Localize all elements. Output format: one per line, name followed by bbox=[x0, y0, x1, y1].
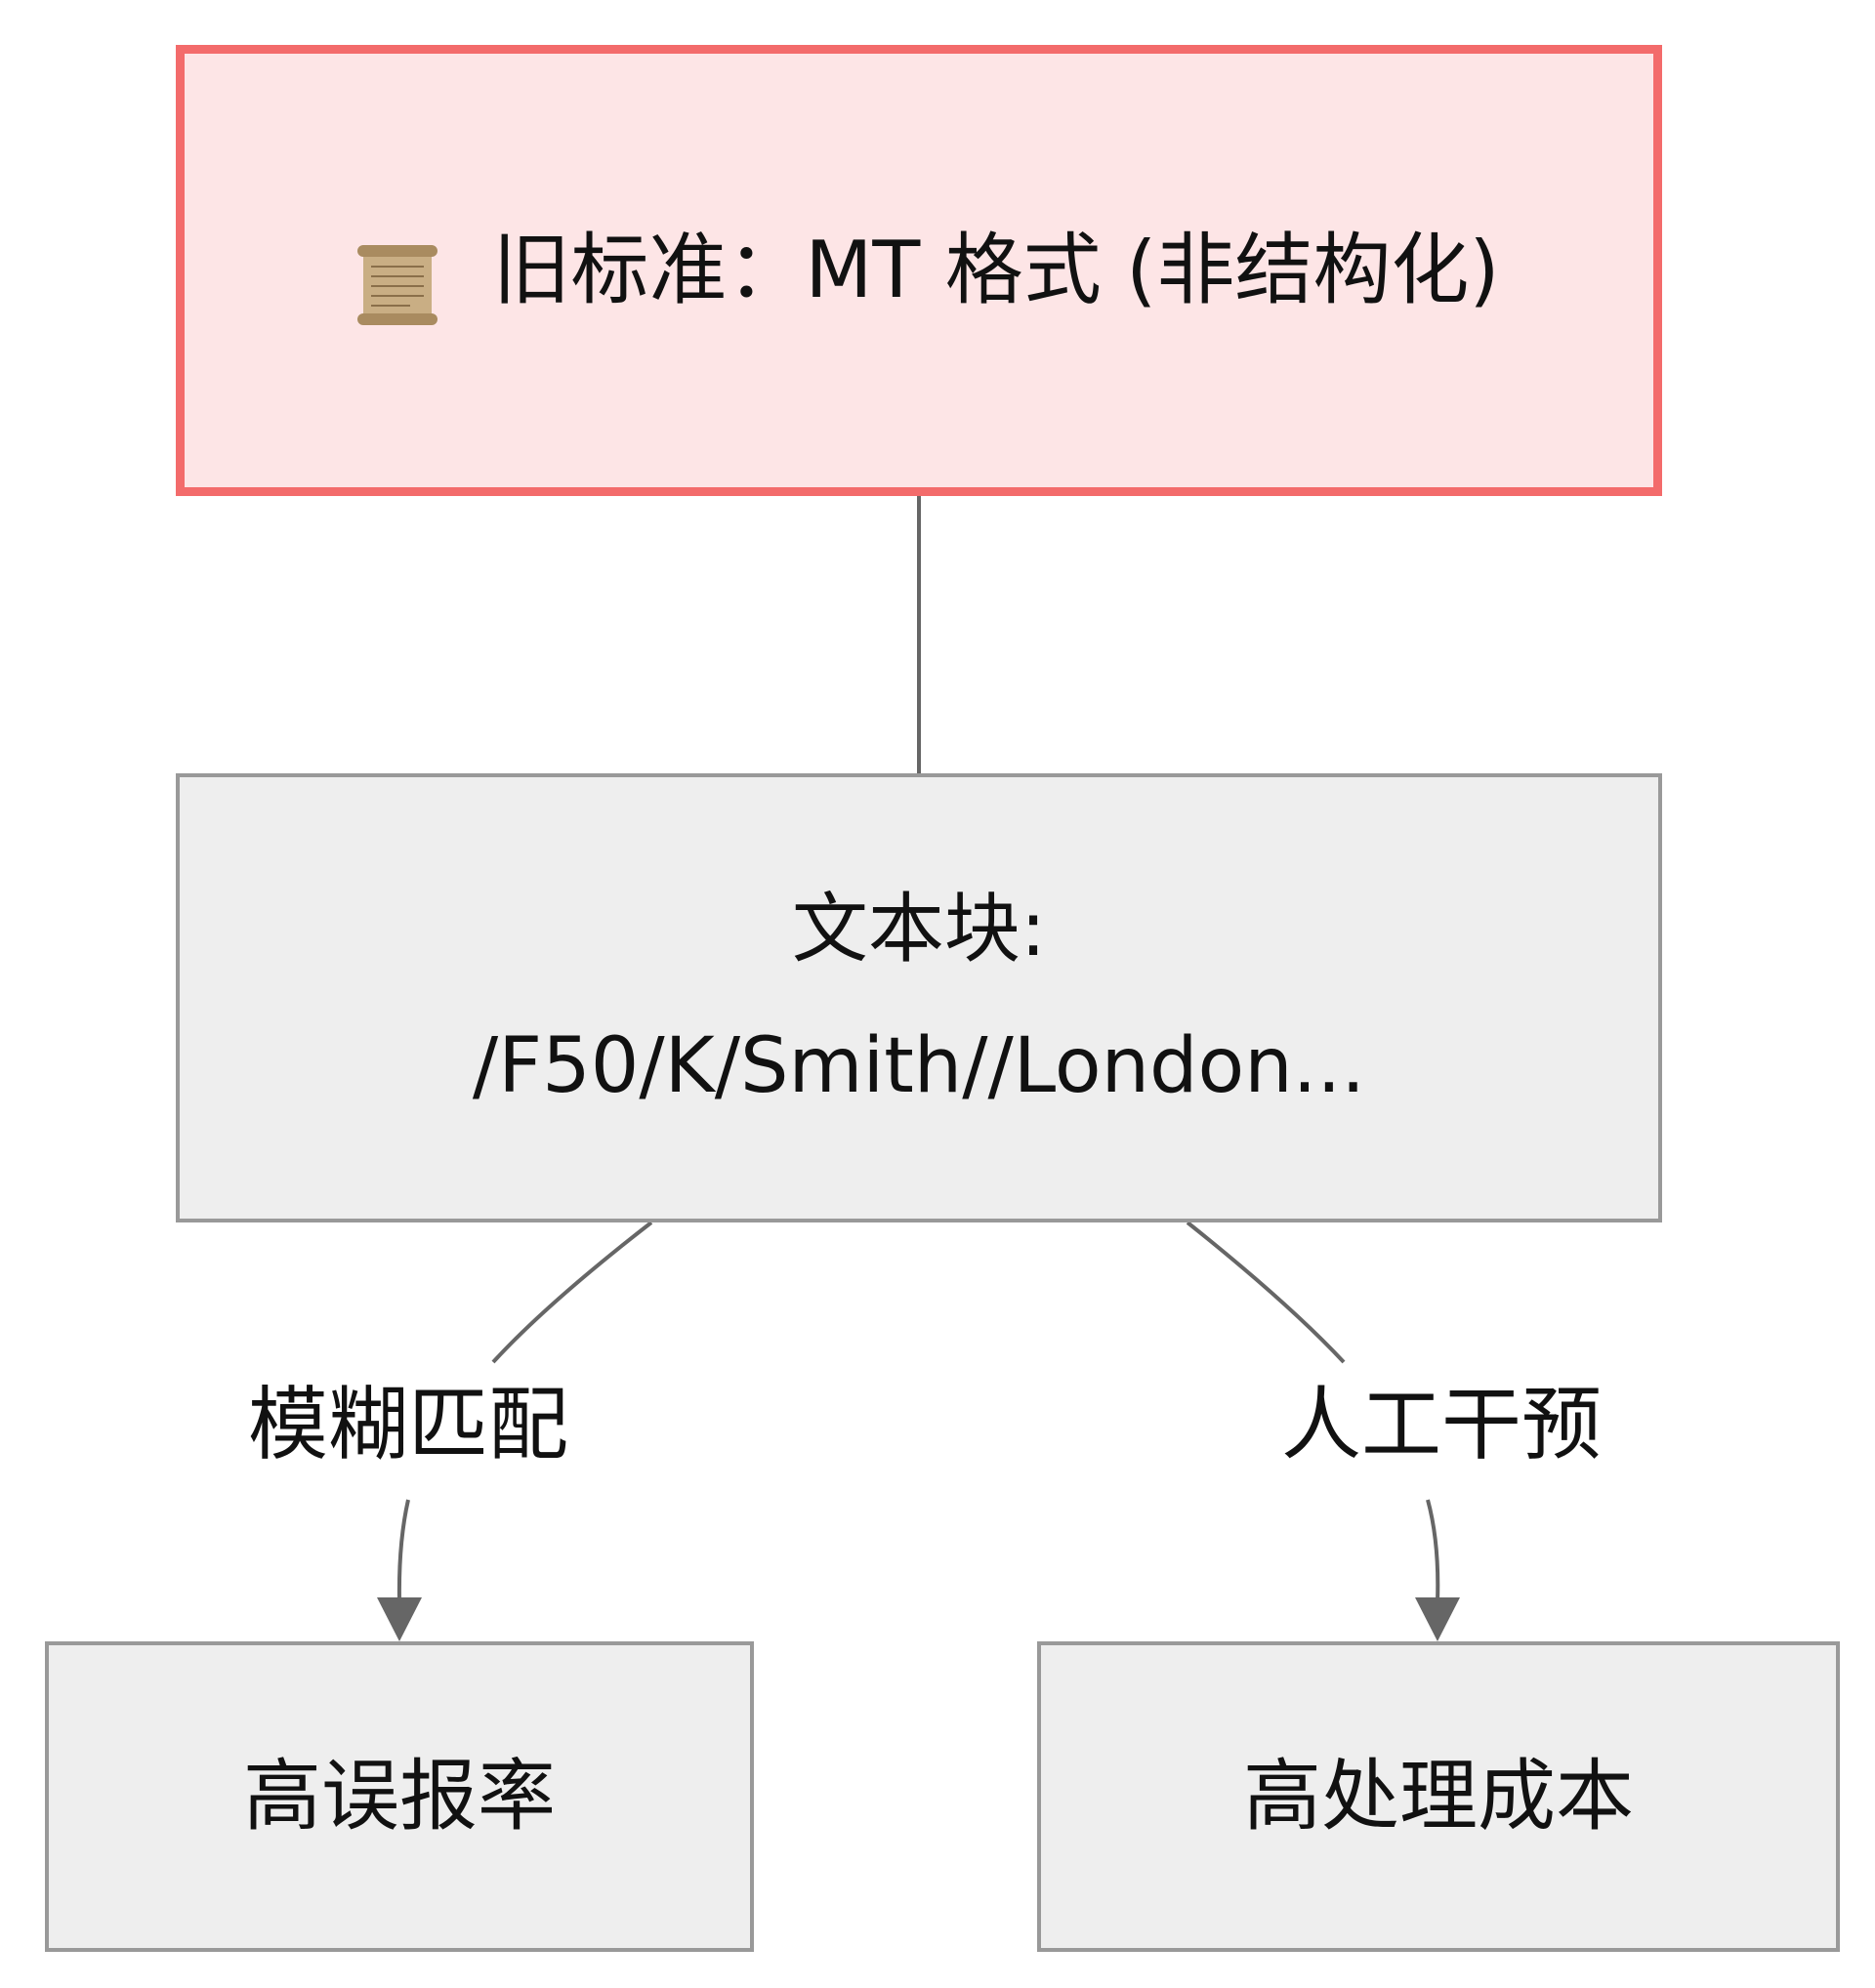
node-processing-cost-label: 高处理成本 bbox=[1243, 1751, 1634, 1842]
node-text-block-label: 文本块: /F50/K/Smith//London... bbox=[472, 886, 1366, 1110]
arrowhead-processing-cost bbox=[1415, 1597, 1460, 1641]
node-old-standard-content: 旧标准：MT 格式 (非结构化) bbox=[353, 202, 1505, 339]
node-processing-cost: 高处理成本 bbox=[1037, 1641, 1840, 1952]
edge-label-fuzzy-match: 模糊匹配 bbox=[217, 1367, 600, 1484]
node-false-positive: 高误报率 bbox=[45, 1641, 754, 1952]
node-false-positive-label: 高误报率 bbox=[243, 1751, 556, 1842]
edge-fuzzy-match bbox=[396, 1221, 653, 1602]
edge-manual-intervention bbox=[1186, 1221, 1440, 1602]
scroll-icon bbox=[357, 244, 438, 325]
edge-label-manual-intervention: 人工干预 bbox=[1250, 1367, 1633, 1484]
node-text-block: 文本块: /F50/K/Smith//London... bbox=[176, 773, 1662, 1222]
arrowhead-false-positive bbox=[377, 1597, 422, 1641]
node-old-standard: 旧标准：MT 格式 (非结构化) bbox=[176, 45, 1662, 496]
node-old-standard-label: 旧标准：MT 格式 (非结构化) bbox=[492, 225, 1500, 315]
